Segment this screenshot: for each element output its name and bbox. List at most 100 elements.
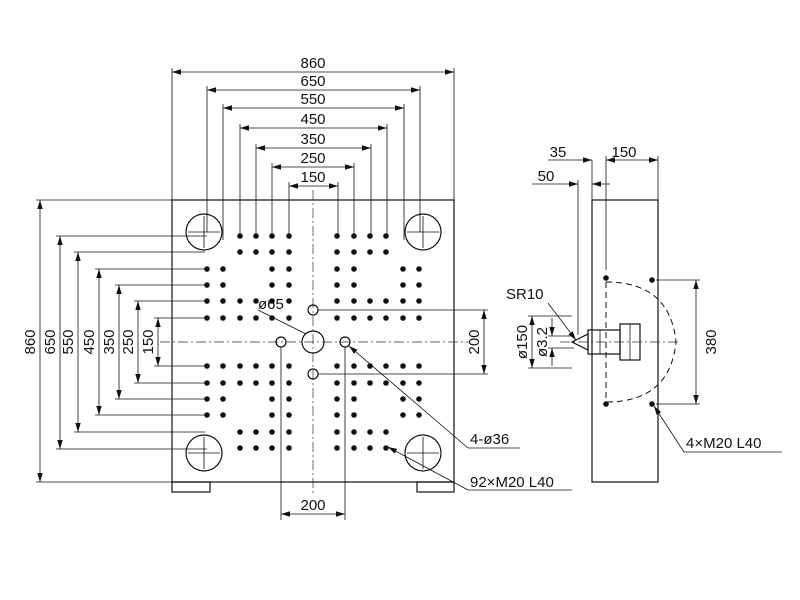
tapped-hole xyxy=(269,445,275,451)
tapped-hole xyxy=(334,380,340,386)
tapped-hole xyxy=(351,282,357,288)
label-center-hole: ø65 xyxy=(258,296,284,313)
side-hole xyxy=(603,275,609,281)
tapped-hole xyxy=(416,266,422,272)
platen-foot-left xyxy=(171,481,211,493)
dim-top-250: 250 xyxy=(300,150,325,167)
tapped-hole xyxy=(237,445,243,451)
leader-side-tapped xyxy=(653,405,685,453)
tapped-hole xyxy=(286,266,292,272)
tapped-hole xyxy=(351,249,357,255)
tapped-hole xyxy=(383,249,389,255)
tapped-hole xyxy=(269,363,275,369)
platen-side-outline xyxy=(591,199,659,483)
tapped-hole xyxy=(416,298,422,304)
tapped-hole xyxy=(334,429,340,435)
center-hole xyxy=(301,330,325,354)
top-dimensions: 860 650 550 450 350 250 150 xyxy=(171,55,455,240)
tapped-hole xyxy=(253,445,259,451)
tapped-hole xyxy=(237,315,243,321)
tapped-hole xyxy=(286,429,292,435)
dim-left-550: 550 xyxy=(60,329,77,354)
tapped-hole xyxy=(400,412,406,418)
label-side-tapped: 4×M20 L40 xyxy=(686,435,761,452)
tapped-hole xyxy=(237,249,243,255)
tapped-hole xyxy=(204,266,210,272)
dim-top-550: 550 xyxy=(300,91,325,108)
tapped-hole xyxy=(253,363,259,369)
leader-center-hole xyxy=(257,309,307,335)
tapped-hole xyxy=(220,282,226,288)
tapped-hole xyxy=(383,445,389,451)
tapped-hole xyxy=(269,266,275,272)
tapped-hole xyxy=(220,266,226,272)
leader-holes xyxy=(348,345,469,449)
tapped-hole xyxy=(253,249,259,255)
tapped-hole xyxy=(383,380,389,386)
dim-right-200: 200 xyxy=(466,329,483,354)
dim-left-350: 350 xyxy=(101,329,118,354)
dim-bottom-200: 200 xyxy=(300,497,325,514)
tapped-hole xyxy=(269,249,275,255)
tapped-hole xyxy=(351,315,357,321)
tapped-hole xyxy=(204,363,210,369)
tapped-hole xyxy=(286,363,292,369)
label-radius: SR10 xyxy=(506,286,544,303)
tapped-hole xyxy=(367,298,373,304)
tapped-hole xyxy=(416,363,422,369)
front-view: 860 650 550 450 350 250 150 xyxy=(22,55,572,520)
tapped-hole xyxy=(400,363,406,369)
tapped-hole xyxy=(351,412,357,418)
tapped-hole xyxy=(334,282,340,288)
tapped-hole xyxy=(383,429,389,435)
side-hole xyxy=(603,401,609,407)
side-hole xyxy=(649,401,655,407)
right-dimension: 200 xyxy=(318,309,488,375)
tapped-hole xyxy=(269,396,275,402)
tapped-hole xyxy=(220,380,226,386)
dim-top-650: 650 xyxy=(300,73,325,90)
tapped-hole xyxy=(286,412,292,418)
tapped-hole xyxy=(334,412,340,418)
tapped-hole xyxy=(400,282,406,288)
dim-top-150: 150 xyxy=(300,169,325,186)
tapped-hole xyxy=(286,282,292,288)
tapped-hole xyxy=(269,298,275,304)
tapped-hole xyxy=(237,429,243,435)
tapped-hole xyxy=(253,298,259,304)
tapped-hole xyxy=(269,429,275,435)
tapped-hole xyxy=(269,282,275,288)
tapped-hole xyxy=(400,315,406,321)
tapped-hole xyxy=(237,380,243,386)
tapped-hole xyxy=(334,445,340,451)
tapped-hole xyxy=(400,266,406,272)
tapped-hole xyxy=(334,298,340,304)
platen-foot-right xyxy=(416,481,455,493)
tapped-hole xyxy=(334,266,340,272)
tapped-hole xyxy=(367,315,373,321)
tapped-hole xyxy=(204,282,210,288)
tapped-hole xyxy=(416,315,422,321)
tapped-hole xyxy=(334,315,340,321)
dim-left-650: 650 xyxy=(42,329,59,354)
tapped-hole xyxy=(220,315,226,321)
tapped-hole xyxy=(351,298,357,304)
dim-nozzle-3-2: ø3.2 xyxy=(534,327,551,357)
tapped-hole xyxy=(383,298,389,304)
tapped-hole xyxy=(351,363,357,369)
bottom-dimension: 200 xyxy=(280,347,346,520)
leader-tapped xyxy=(387,446,469,491)
dim-left-250: 250 xyxy=(120,329,137,354)
label-tapped: 92×M20 L40 xyxy=(470,474,554,491)
tie-bar-holes xyxy=(185,213,442,472)
dim-side-50: 50 xyxy=(538,168,555,185)
dim-side-380: 380 xyxy=(703,329,720,354)
tapped-hole xyxy=(204,412,210,418)
tapped-hole xyxy=(367,233,373,239)
tapped-hole xyxy=(220,298,226,304)
left-dimensions: 860 650 550 450 350 250 150 xyxy=(22,199,207,483)
tapped-hole xyxy=(400,380,406,386)
tapped-hole xyxy=(286,315,292,321)
tapped-hole xyxy=(351,266,357,272)
tapped-hole xyxy=(351,380,357,386)
